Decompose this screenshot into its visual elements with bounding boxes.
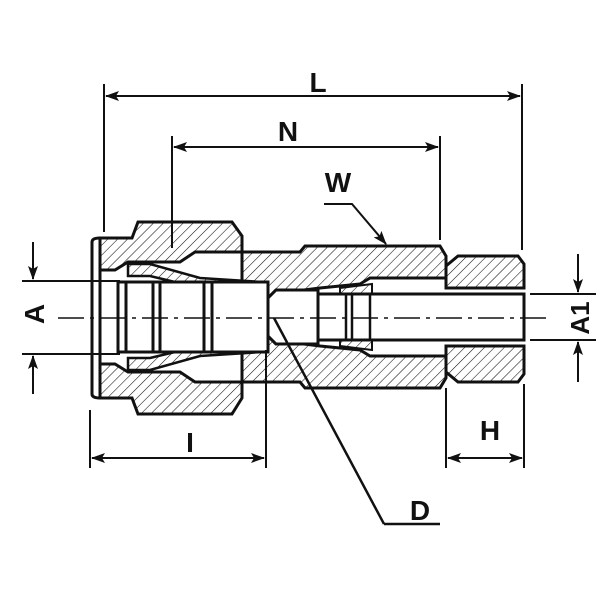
central-body-upper [240,244,448,302]
dimension-A: A [19,242,120,394]
label-N: N [278,116,298,147]
tube-left [116,280,270,354]
dimension-H: H [445,384,525,468]
label-H: H [480,415,500,446]
dimension-N: N [171,116,441,248]
label-L: L [309,67,326,98]
dimension-A1: A1 [530,254,596,382]
left-nut-lower [98,362,244,416]
right-nut-upper [444,254,526,290]
dimension-I: I [89,350,267,468]
right-nut-lower [444,344,526,384]
label-A: A [19,304,50,324]
leader-D: D [272,317,440,526]
leader-W: W [324,167,387,245]
label-I: I [186,427,194,458]
label-D: D [410,495,430,526]
fitting-body [90,220,526,416]
dimension-L: L [103,67,523,250]
label-W: W [325,167,352,198]
tube-right [316,292,526,342]
label-A1: A1 [565,301,595,334]
